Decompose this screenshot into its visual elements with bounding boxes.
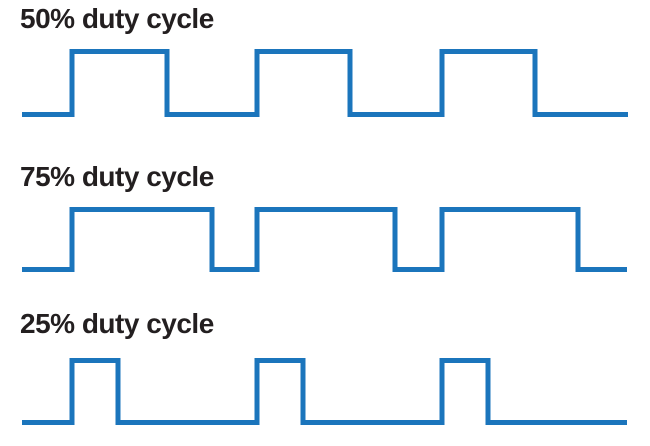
- waveform-50-duty: [22, 49, 628, 117]
- label-75-duty-cycle: 75% duty cycle: [20, 161, 214, 192]
- label-25-duty-cycle: 25% duty cycle: [20, 308, 214, 339]
- waveform-75-duty: [22, 207, 627, 272]
- label-50-duty-cycle: 50% duty cycle: [20, 3, 214, 34]
- waveform-25-duty: [22, 358, 627, 425]
